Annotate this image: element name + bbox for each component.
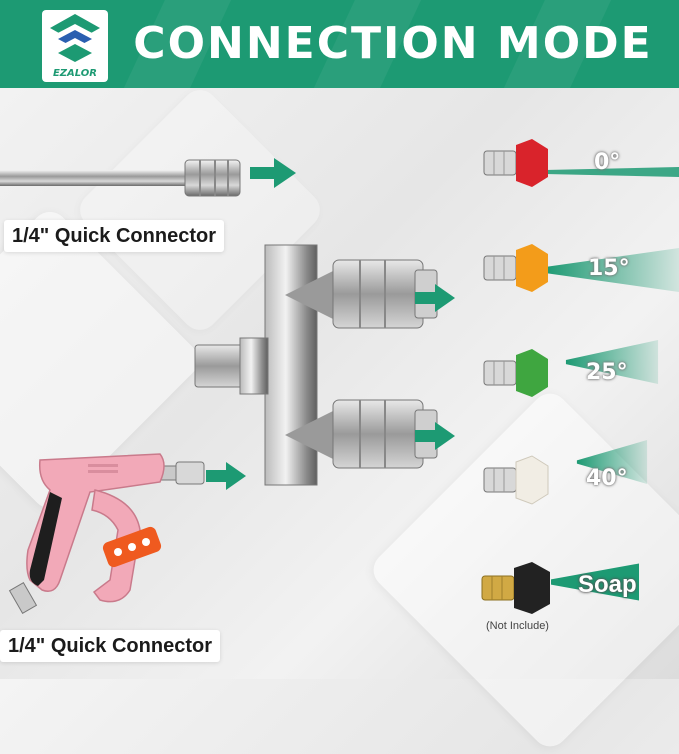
wand-lance bbox=[0, 159, 241, 197]
top-connector-label: 1/4" Quick Connector bbox=[4, 220, 224, 252]
nozzle-tip-40 bbox=[483, 455, 549, 505]
arrow-right-icon bbox=[250, 158, 296, 188]
nozzle-tip-15 bbox=[483, 244, 548, 292]
spray-pattern bbox=[545, 248, 679, 292]
arrow-right-icon bbox=[415, 284, 455, 312]
brand-logo: EZALOR bbox=[42, 10, 108, 82]
nozzle-soap-label: Soap bbox=[578, 571, 637, 598]
arrow-right-icon bbox=[415, 422, 455, 450]
page-title: CONNECTION MODE bbox=[133, 18, 653, 69]
logo-text: EZALOR bbox=[52, 68, 98, 79]
t-splitter-adapter bbox=[194, 244, 438, 486]
nozzle-angle-label: 15° bbox=[588, 256, 630, 281]
nozzle-tip-25 bbox=[483, 349, 548, 397]
nozzle-tip-soap bbox=[481, 562, 550, 614]
arrow-right-icon bbox=[206, 462, 246, 490]
spray-pattern bbox=[565, 340, 659, 384]
nozzle-tip-0 bbox=[483, 139, 548, 187]
logo-emblem-icon bbox=[50, 14, 100, 62]
spray-gun bbox=[8, 453, 205, 614]
header-banner: EZALOR CONNECTION MODE bbox=[0, 0, 679, 88]
nozzle-angle-label: 40° bbox=[586, 466, 628, 491]
spray-pattern bbox=[545, 167, 679, 177]
spray-pattern bbox=[551, 563, 639, 601]
nozzle-color-0 bbox=[516, 139, 548, 187]
spray-pattern bbox=[576, 440, 648, 484]
nozzle-angle-label: 0° bbox=[594, 150, 621, 175]
bottom-connector-label: 1/4" Quick Connector bbox=[0, 630, 220, 662]
not-included-note: (Not Include) bbox=[486, 620, 549, 632]
nozzle-angle-label: 25° bbox=[586, 360, 628, 385]
